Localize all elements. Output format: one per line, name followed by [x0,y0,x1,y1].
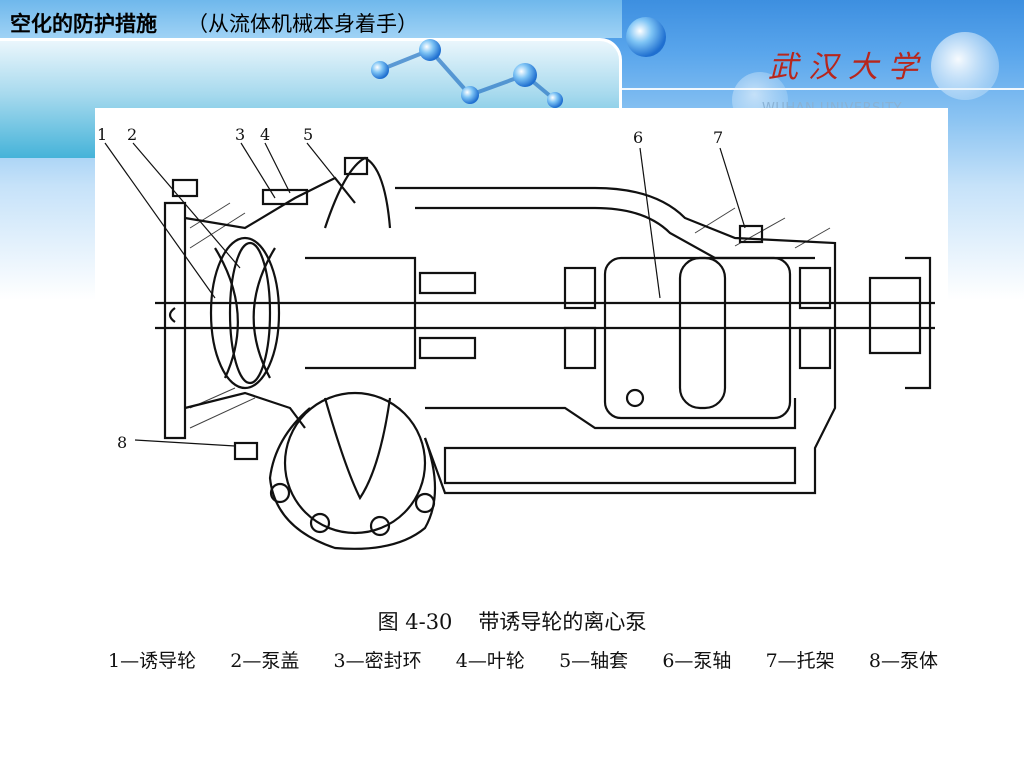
legend-item-3: 3—密封环 [333,650,422,672]
pump-drawing: 1 2 3 4 5 6 7 8 [97,125,935,550]
caption-title: 带诱导轮的离心泵 [478,610,647,634]
header-divider [622,88,1024,90]
callout-4: 4 [260,125,270,144]
legend-item-7: 7—托架 [765,650,835,672]
university-logo: 武汉大学 [768,50,928,85]
callout-5: 5 [303,125,313,144]
caption-number: 图 4-30 [377,610,453,634]
legend-item-8: 8—泵体 [868,650,938,672]
title-subtitle: （从流体机械本身着手） [187,12,418,36]
figure-caption: 图 4-30 带诱导轮的离心泵 [0,606,1024,636]
title-bar [0,0,622,38]
callout-7: 7 [713,128,723,147]
decor-bubbles [371,17,999,128]
legend-item-1: 1—诱导轮 [108,650,197,672]
callout-1: 1 [97,125,107,144]
legend-item-4: 4—叶轮 [455,650,525,672]
legend-item-6: 6—泵轴 [662,650,732,672]
figure-legend: 1—诱导轮 2—泵盖 3—密封环 4—叶轮 5—轴套 6—泵轴 7—托架 8—泵… [108,646,938,673]
legend-item-5: 5—轴套 [559,650,629,672]
legend-item-2: 2—泵盖 [230,650,300,672]
pump-cross-section-figure: 1 2 3 4 5 6 7 8 [95,108,948,578]
page-title: 空化的防护措施 （从流体机械本身着手） [10,8,418,38]
callout-6: 6 [633,128,643,147]
callout-2: 2 [127,125,137,144]
callout-8: 8 [117,433,127,452]
callout-3: 3 [235,125,245,144]
title-main: 空化的防护措施 [10,11,157,36]
